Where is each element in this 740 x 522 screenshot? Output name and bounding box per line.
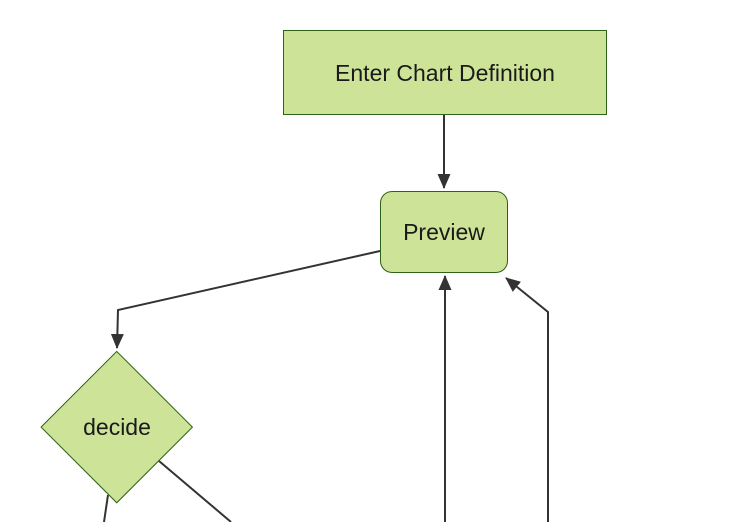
node-preview: Preview	[380, 191, 508, 273]
edge-bottom-right-to-preview	[505, 277, 549, 522]
node-enter-chart-definition: Enter Chart Definition	[283, 30, 607, 115]
node-decide-label-holder: decide	[37, 413, 197, 441]
edge-decide-down-left	[103, 494, 109, 522]
node-preview-label: Preview	[403, 219, 485, 245]
edge-decide-down-right	[158, 460, 232, 522]
edge-preview-to-decide	[110, 250, 381, 349]
node-enter-chart-definition-label: Enter Chart Definition	[335, 59, 555, 86]
node-decide-label: decide	[83, 414, 151, 440]
